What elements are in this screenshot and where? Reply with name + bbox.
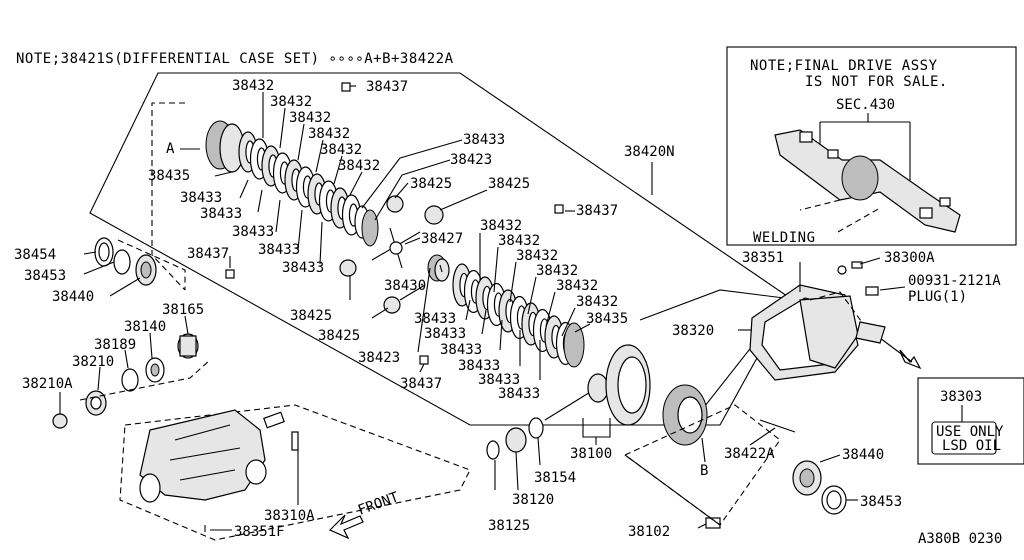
part-label-38420n[interactable]: 38420N — [624, 144, 675, 160]
rear-cover — [749, 261, 879, 381]
part-label-38440[interactable]: 38440 — [52, 289, 94, 305]
part-label-38433[interactable]: 38433 — [414, 311, 456, 327]
front-arrow-icon — [328, 514, 364, 540]
pinion-shaft — [371, 227, 421, 269]
part-label-38427[interactable]: 38427 — [421, 231, 463, 247]
part-label-38165[interactable]: 38165 — [162, 302, 204, 318]
pinion-gear-icon — [339, 259, 357, 277]
part-label-38425[interactable]: 38425 — [488, 176, 530, 192]
upper-clutch-pack — [205, 120, 379, 247]
ring-gear-assembly — [544, 344, 708, 446]
part-label-38437[interactable]: 38437 — [187, 246, 229, 262]
part-label-38433[interactable]: 38433 — [478, 372, 520, 388]
leader-lines — [59, 85, 906, 531]
clip-icon — [225, 269, 235, 279]
part-label-38433[interactable]: 38433 — [282, 260, 324, 276]
part-label-38432[interactable]: 38432 — [536, 263, 578, 279]
use-only-text: USE ONLY — [936, 424, 1004, 440]
part-label-38100[interactable]: 38100 — [570, 446, 612, 462]
part-label-38210a[interactable]: 38210A — [22, 376, 73, 392]
part-label-38432[interactable]: 38432 — [308, 126, 350, 142]
part-label-38310a[interactable]: 38310A — [264, 508, 315, 524]
arrow-icon — [899, 349, 922, 370]
part-label-38432[interactable]: 38432 — [576, 294, 618, 310]
figure-id: A380B 0230 — [918, 531, 1002, 547]
part-label-38189[interactable]: 38189 — [94, 337, 136, 353]
part-label-38154[interactable]: 38154 — [534, 470, 576, 486]
case-set-note: NOTE;38421S(DIFFERENTIAL CASE SET) ∘∘∘∘A… — [16, 51, 454, 67]
part-label-38432[interactable]: 38432 — [320, 142, 362, 158]
part-label-38435[interactable]: 38435 — [586, 311, 628, 327]
part-label-38425[interactable]: 38425 — [290, 308, 332, 324]
part-label-38300a[interactable]: 38300A — [884, 250, 935, 266]
part-label-38140[interactable]: 38140 — [124, 319, 166, 335]
part-label-38453[interactable]: 38453 — [24, 268, 66, 284]
part-label-38125[interactable]: 38125 — [488, 518, 530, 534]
part-label-38432[interactable]: 38432 — [270, 94, 312, 110]
part-label-38210[interactable]: 38210 — [72, 354, 114, 370]
letter-b: B — [700, 463, 708, 479]
part-label-38453[interactable]: 38453 — [860, 494, 902, 510]
part-label-38120[interactable]: 38120 — [512, 492, 554, 508]
part-label-38433[interactable]: 38433 — [180, 190, 222, 206]
front-label: FRONT — [356, 489, 402, 519]
final-drive-note-line1: NOTE;FINAL DRIVE ASSY — [750, 58, 938, 74]
part-label-38432[interactable]: 38432 — [498, 233, 540, 249]
part-label-38422a[interactable]: 38422A — [724, 446, 775, 462]
clip-icon — [554, 204, 564, 214]
pinion-gear-icon — [424, 205, 444, 225]
part-label-38432[interactable]: 38432 — [289, 110, 331, 126]
part-label-38351f[interactable]: 38351F — [234, 524, 285, 540]
service-box: 38303 USE ONLY LSD OIL — [917, 377, 1024, 465]
part-label-38437[interactable]: 38437 — [400, 376, 442, 392]
part-label-plug[interactable]: PLUG(1) — [908, 289, 967, 305]
part-label-38430[interactable]: 38430 — [384, 278, 426, 294]
part-label-38433[interactable]: 38433 — [458, 358, 500, 374]
final-drive-note-box: NOTE;FINAL DRIVE ASSY IS NOT FOR SALE. S… — [726, 46, 1017, 246]
part-label-38433[interactable]: 38433 — [258, 242, 300, 258]
part-labels: 38432 38432 38432 38432 38432 38432 3843… — [14, 78, 1001, 540]
clip-icon — [341, 82, 351, 92]
part-label-38320[interactable]: 38320 — [672, 323, 714, 339]
part-label-38440[interactable]: 38440 — [842, 447, 884, 463]
part-label-38351[interactable]: 38351 — [742, 250, 784, 266]
welding-label: WELDING — [753, 230, 816, 246]
part-label-38433[interactable]: 38433 — [424, 326, 466, 342]
sec-label: SEC.430 — [836, 97, 895, 113]
part-label-38437[interactable]: 38437 — [576, 203, 618, 219]
part-label-38437[interactable]: 38437 — [366, 79, 408, 95]
part-label-38435[interactable]: 38435 — [148, 168, 190, 184]
pinion-gear-icon — [386, 195, 404, 213]
pinion-bearing-group — [52, 333, 199, 429]
part-label-00931-2121a[interactable]: 00931-2121A — [908, 273, 1001, 289]
part-label-38433[interactable]: 38433 — [440, 342, 482, 358]
lower-clutch-pack — [452, 263, 585, 368]
part-label-38432[interactable]: 38432 — [556, 278, 598, 294]
part-label-38102[interactable]: 38102 — [628, 524, 670, 540]
final-drive-note-line2: IS NOT FOR SALE. — [805, 74, 948, 90]
part-label-38425[interactable]: 38425 — [410, 176, 452, 192]
lsd-oil-text: LSD OIL — [942, 438, 1001, 454]
part-label-38433[interactable]: 38433 — [200, 206, 242, 222]
part-label-38425[interactable]: 38425 — [318, 328, 360, 344]
part-label-38433[interactable]: 38433 — [463, 132, 505, 148]
letter-a: A — [166, 141, 175, 157]
part-label-38433[interactable]: 38433 — [232, 224, 274, 240]
pinion-gear-icon — [383, 296, 401, 314]
part-label-38432[interactable]: 38432 — [516, 248, 558, 264]
clip-icon — [419, 355, 429, 365]
part-label-38423[interactable]: 38423 — [358, 350, 400, 366]
part-label-38433[interactable]: 38433 — [498, 386, 540, 402]
part-label-38432[interactable]: 38432 — [480, 218, 522, 234]
part-label-38454[interactable]: 38454 — [14, 247, 56, 263]
part-label-38432[interactable]: 38432 — [232, 78, 274, 94]
part-label-38423[interactable]: 38423 — [450, 152, 492, 168]
service-part-number: 38303 — [940, 389, 982, 405]
part-label-38432[interactable]: 38432 — [338, 158, 380, 174]
differential-housing — [139, 409, 299, 503]
